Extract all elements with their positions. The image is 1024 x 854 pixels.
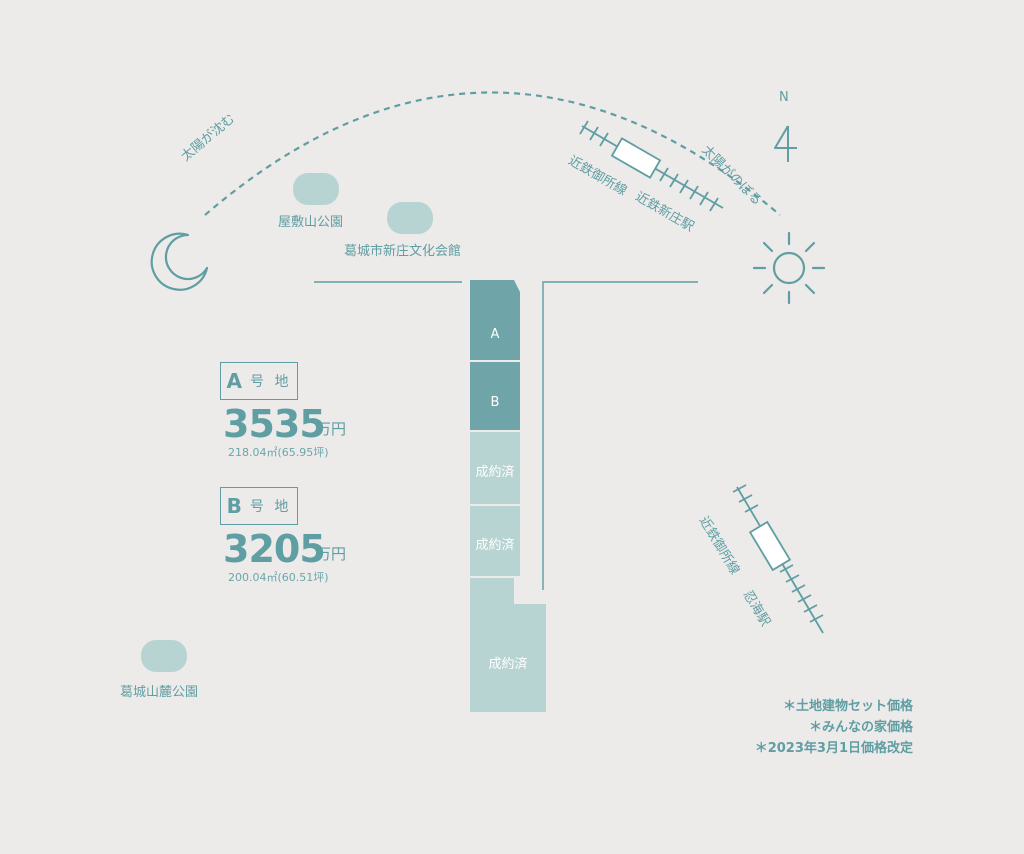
- lot-sold-1-label: 成約済: [475, 465, 515, 480]
- plot-b-area: 200.04㎡(60.51坪): [228, 571, 329, 584]
- lot-b-label: B: [490, 395, 500, 410]
- moon-icon: [150, 232, 209, 291]
- note-price-revision: ＊2023年3月1日価格改定: [754, 741, 913, 756]
- plot-a-letter: A: [226, 369, 243, 393]
- note-minna-price: ＊みんなの家価格: [808, 720, 913, 735]
- plot-b-price: 3205: [223, 527, 326, 571]
- lot-sold-3: [470, 578, 546, 712]
- station-icon: [610, 137, 662, 179]
- yashikiyama-park-label: 屋敷山公園: [278, 215, 344, 230]
- compass-icon: [774, 125, 797, 162]
- lot-sold-2-label: 成約済: [475, 538, 515, 553]
- lot-a-label: A: [490, 327, 500, 342]
- culture-hall-label: 葛城市新庄文化会館: [344, 244, 462, 259]
- plot-a-suffix: 号 地: [250, 374, 292, 390]
- plot-b-price-unit: 万円: [316, 545, 347, 563]
- katsuragi-park-marker: [141, 640, 187, 672]
- plot-a-price: 3535: [223, 402, 326, 446]
- plot-a-area: 218.04㎡(65.95坪): [228, 446, 329, 459]
- plot-a-badge: A 号 地: [220, 362, 298, 400]
- culture-hall-marker: [387, 202, 433, 234]
- lot-sold-2: [470, 506, 520, 576]
- plot-a-price-unit: 万円: [316, 420, 347, 438]
- plot-b-badge: B 号 地: [220, 487, 298, 525]
- plot-b-suffix: 号 地: [249, 499, 292, 515]
- station-icon: [748, 520, 792, 572]
- lot-sold-1: [470, 432, 520, 504]
- lot-a: [470, 280, 520, 360]
- yashikiyama-park-marker: [293, 173, 339, 205]
- lot-b: [470, 362, 520, 430]
- lot-sold-3-label: 成約済: [488, 657, 528, 672]
- sun-path-arc: [204, 91, 781, 216]
- sun-icon: [752, 231, 826, 305]
- compass-north-label: N: [779, 90, 789, 105]
- note-set-price: ＊土地建物セット価格: [782, 699, 913, 714]
- road-east: [542, 281, 698, 590]
- plot-b-letter: B: [226, 494, 242, 518]
- katsuragi-park-label: 葛城山麓公園: [120, 685, 199, 700]
